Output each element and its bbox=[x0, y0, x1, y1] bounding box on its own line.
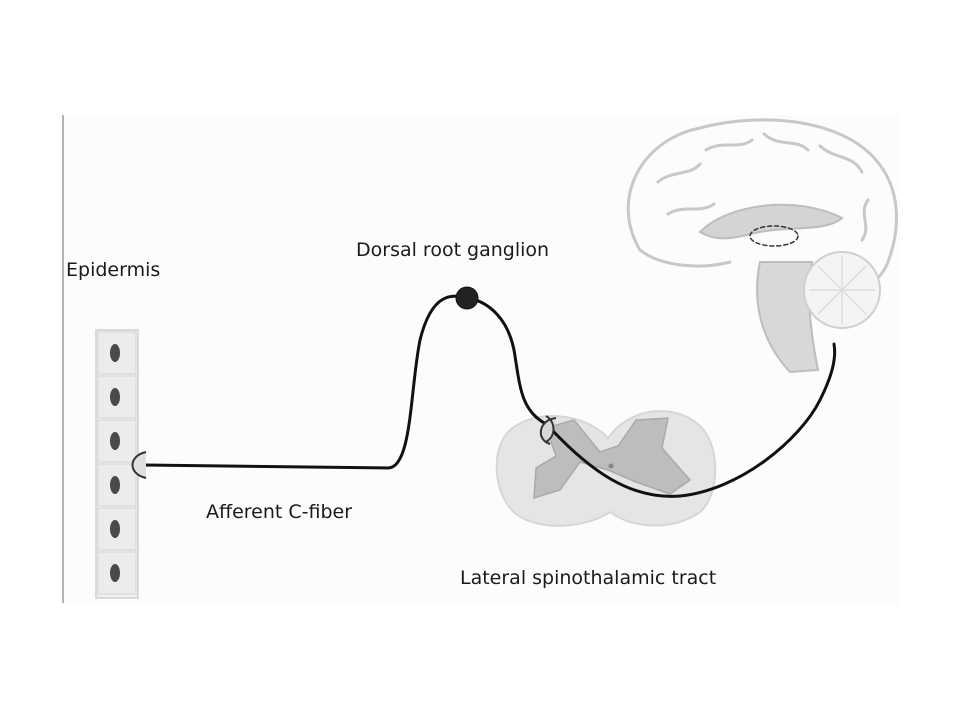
epidermis-cells bbox=[95, 329, 139, 599]
cerebrum-outline bbox=[626, 118, 898, 298]
thalamus-marker bbox=[749, 225, 799, 247]
temporal-lobe-outline bbox=[638, 248, 732, 268]
cortical-gyri bbox=[656, 132, 870, 242]
figure-panel bbox=[62, 115, 900, 605]
epidermis-label: Epidermis bbox=[66, 259, 161, 281]
epidermis-cell bbox=[97, 463, 137, 507]
cell-nucleus bbox=[110, 432, 120, 450]
epidermis-cell bbox=[97, 507, 137, 551]
cell-nucleus bbox=[110, 388, 120, 406]
cell-nucleus bbox=[110, 564, 120, 582]
cell-nucleus bbox=[110, 520, 120, 538]
cell-nucleus bbox=[110, 476, 120, 494]
dorsal-root-ganglion-label: Dorsal root ganglion bbox=[356, 239, 550, 261]
synapse-terminal bbox=[545, 415, 555, 443]
epidermis-cell bbox=[97, 551, 137, 595]
brain-sagittal-view bbox=[626, 118, 898, 374]
epidermis-cell bbox=[97, 419, 137, 463]
cell-nucleus bbox=[110, 344, 120, 362]
afferent-c-fiber-label: Afferent C-fiber bbox=[206, 501, 353, 523]
cerebellum-folia bbox=[809, 255, 875, 325]
afferent-c-fiber-path bbox=[142, 294, 548, 470]
central-canal bbox=[608, 463, 614, 469]
dorsal-root-ganglion-node bbox=[455, 286, 479, 310]
free-nerve-ending bbox=[131, 451, 147, 479]
corpus-callosum bbox=[698, 203, 844, 240]
gray-matter bbox=[533, 417, 692, 500]
lateral-spinothalamic-tract-label: Lateral spinothalamic tract bbox=[460, 567, 717, 589]
spinothalamic-tract-path bbox=[550, 342, 837, 498]
epidermis-cell bbox=[97, 375, 137, 419]
epidermis-cell bbox=[97, 331, 137, 375]
